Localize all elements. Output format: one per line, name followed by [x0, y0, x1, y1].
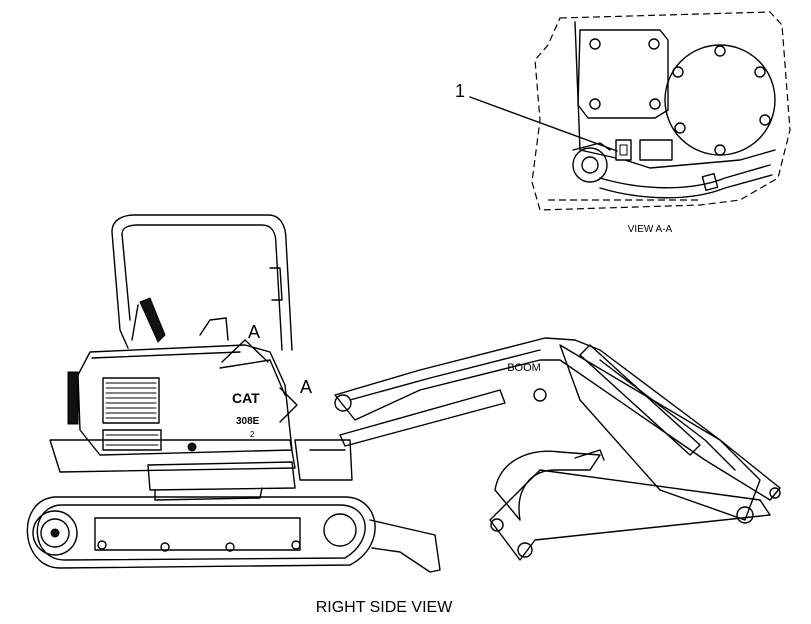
plate-square: [577, 29, 669, 119]
bucket-link: [489, 469, 771, 561]
round-cover: [664, 44, 776, 156]
dozer-blade: [369, 519, 441, 573]
track: [26, 496, 376, 569]
section-arrows: [221, 339, 298, 423]
seat: [139, 297, 166, 343]
arm: [559, 344, 761, 521]
boom-label: BOOM: [507, 362, 541, 374]
arm-cylinder: [579, 344, 701, 456]
section-letter-right: A: [300, 377, 312, 397]
boom: [334, 337, 781, 501]
canopy-frame: [111, 214, 293, 351]
side-light: [67, 371, 79, 425]
grille: [102, 377, 162, 451]
view-a-a-detail: [531, 11, 791, 211]
decal-item-1: [615, 139, 632, 161]
excavator-side-view: [26, 214, 781, 573]
section-letter-top: A: [248, 322, 260, 342]
bucket: [494, 450, 601, 521]
brand-logo: CAT: [232, 390, 260, 406]
model-badge: 308E: [236, 416, 260, 427]
idler: [32, 510, 78, 556]
boom-cylinder: [339, 389, 506, 447]
main-view-caption: RIGHT SIDE VIEW: [316, 599, 454, 616]
model-suffix: 2: [250, 430, 255, 439]
callout-1: 1: [455, 81, 465, 101]
leader-item-1: [469, 96, 618, 152]
view-a-a-caption: VIEW A-A: [628, 224, 673, 235]
